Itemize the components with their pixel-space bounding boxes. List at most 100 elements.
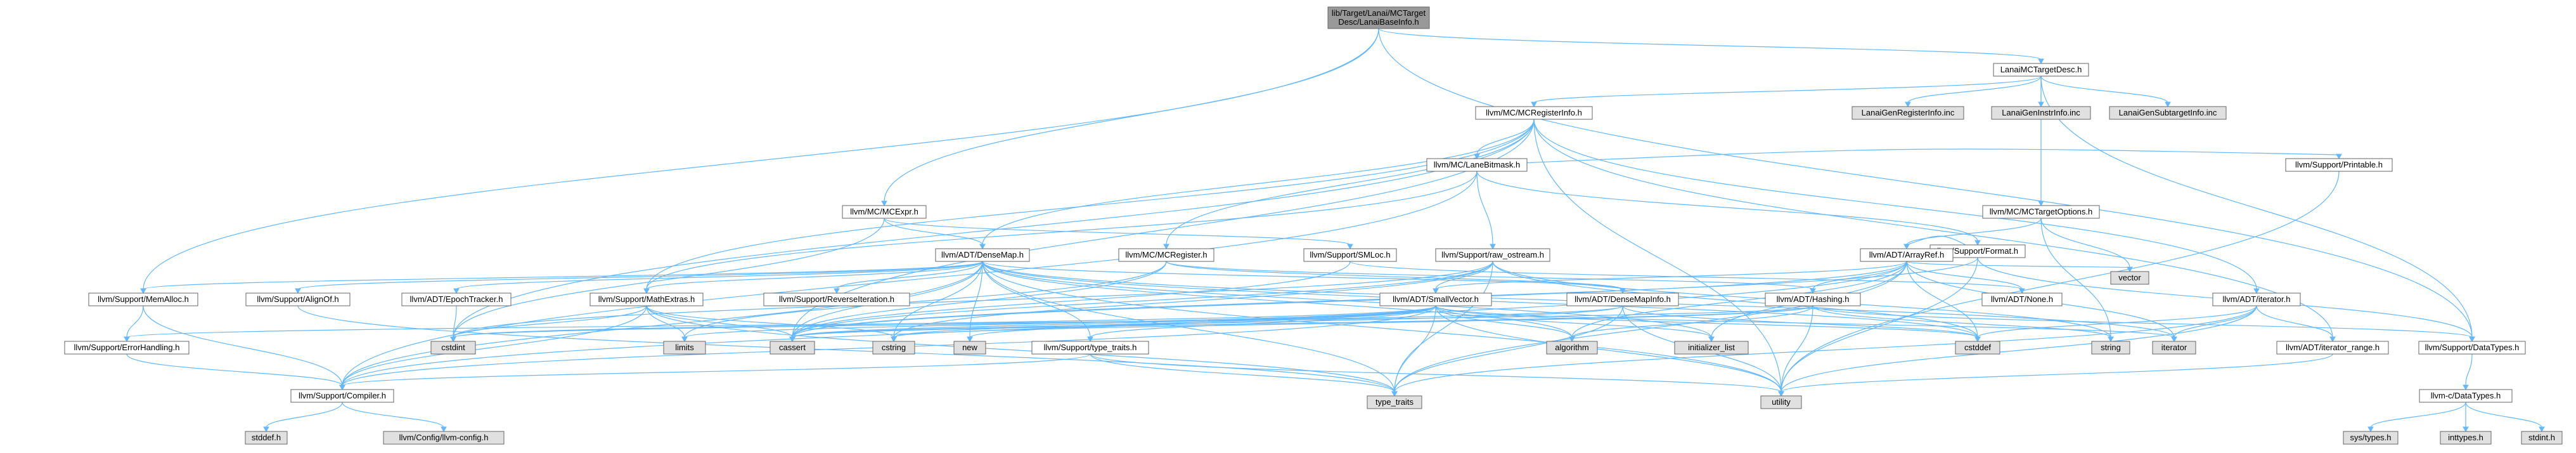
include-edge bbox=[1435, 305, 1573, 338]
node-memalloc[interactable]: llvm/Support/MemAlloc.h bbox=[88, 292, 198, 306]
node-label: stdint.h bbox=[2528, 433, 2555, 442]
include-edge bbox=[1622, 305, 1978, 338]
node-mcreginfo[interactable]: llvm/MC/MCRegisterInfo.h bbox=[1475, 106, 1593, 120]
include-edge bbox=[1435, 261, 1493, 290]
arrowhead bbox=[834, 288, 840, 294]
node-typetraits[interactable]: llvm/Support/type_traits.h bbox=[1031, 341, 1149, 355]
node-algorithm: algorithm bbox=[1546, 341, 1598, 355]
node-iteratorh[interactable]: llvm/ADT/iterator.h bbox=[2212, 292, 2301, 306]
arrowhead bbox=[2171, 336, 2177, 343]
node-box bbox=[1566, 292, 1679, 306]
node-box bbox=[2418, 341, 2526, 355]
node-label: string bbox=[2101, 343, 2121, 352]
include-edge bbox=[1781, 171, 2340, 393]
arrowhead bbox=[1490, 244, 1496, 250]
node-label: initializer_list bbox=[1688, 343, 1735, 352]
node-hashing[interactable]: llvm/ADT/Hashing.h bbox=[1765, 292, 1861, 306]
node-lanebitmask[interactable]: llvm/MC/LaneBitmask.h bbox=[1426, 158, 1528, 172]
include-edge bbox=[1394, 305, 1436, 393]
node-box bbox=[245, 431, 288, 445]
arrowhead bbox=[263, 426, 269, 433]
node-lanaimc[interactable]: LanaiMCTargetDesc.h bbox=[1993, 63, 2089, 77]
arrowhead bbox=[967, 336, 973, 343]
node-none[interactable]: llvm/ADT/None.h bbox=[1981, 292, 2063, 306]
arrowhead bbox=[295, 288, 301, 294]
node-rawostream[interactable]: llvm/Support/raw_ostream.h bbox=[1435, 248, 1550, 262]
node-box bbox=[2440, 431, 2492, 445]
arrowhead bbox=[1163, 244, 1169, 250]
node-label: llvm/Support/Printable.h bbox=[2295, 160, 2383, 169]
node-densemap[interactable]: llvm/ADT/DenseMap.h bbox=[935, 248, 1030, 262]
node-smallvector[interactable]: llvm/ADT/SmallVector.h bbox=[1379, 292, 1492, 306]
include-edge bbox=[2465, 402, 2542, 428]
node-mctargetopts[interactable]: llvm/MC/MCTargetOptions.h bbox=[1982, 205, 2100, 219]
node-label: llvm/ADT/iterator.h bbox=[2223, 294, 2291, 304]
node-reverseiter[interactable]: llvm/Support/ReverseIteration.h bbox=[763, 292, 910, 306]
node-smloc[interactable]: llvm/Support/SMLoc.h bbox=[1303, 248, 1397, 262]
node-box bbox=[1546, 341, 1598, 355]
node-box bbox=[2152, 341, 2196, 355]
node-printable[interactable]: llvm/Support/Printable.h bbox=[2285, 158, 2393, 172]
node-cdatatypes[interactable]: llvm-c/DataTypes.h bbox=[2419, 389, 2513, 403]
node-vector: vector bbox=[2110, 271, 2149, 285]
include-edge bbox=[2040, 218, 2111, 338]
node-label: llvm/Support/Format.h bbox=[1937, 246, 2018, 256]
node-mcregister[interactable]: llvm/MC/MCRegister.h bbox=[1118, 248, 1214, 262]
node-mcexpr[interactable]: llvm/MC/MCExpr.h bbox=[842, 205, 927, 219]
node-datatypesh[interactable]: llvm/Support/DataTypes.h bbox=[2418, 341, 2526, 355]
include-edge bbox=[884, 218, 983, 246]
include-edge bbox=[456, 261, 983, 290]
include-edge bbox=[1166, 261, 1813, 290]
include-edge bbox=[1166, 261, 1623, 290]
node-root[interactable]: lib/Target/Lanai/MCTargetDesc/LanaiBaseI… bbox=[1327, 6, 1430, 29]
arrowhead bbox=[2165, 102, 2171, 108]
node-box bbox=[1760, 395, 1802, 409]
node-alignof[interactable]: llvm/Support/AlignOf.h bbox=[245, 292, 351, 306]
node-arrayref[interactable]: llvm/ADT/ArrayRef.h bbox=[1860, 248, 1954, 262]
include-edge bbox=[143, 305, 343, 386]
node-iterrange[interactable]: llvm/ADT/iterator_range.h bbox=[2276, 341, 2389, 355]
node-label: utility bbox=[1772, 397, 1791, 407]
node-box bbox=[2343, 431, 2399, 445]
node-label: llvm/MC/LaneBitmask.h bbox=[1434, 160, 1521, 169]
include-edge bbox=[1378, 28, 2473, 338]
node-label: llvm/Support/DataTypes.h bbox=[2425, 343, 2520, 352]
node-box bbox=[1982, 205, 2100, 219]
include-edge bbox=[884, 28, 1379, 202]
node-box bbox=[2285, 158, 2393, 172]
include-edge bbox=[2370, 402, 2466, 428]
node-limits: limits bbox=[663, 341, 706, 355]
include-edge bbox=[453, 261, 1493, 338]
node-label: cstdint bbox=[441, 343, 465, 352]
node-compiler[interactable]: llvm/Support/Compiler.h bbox=[290, 389, 394, 403]
node-label: llvm-c/DataTypes.h bbox=[2431, 391, 2501, 400]
node-label: type_traits bbox=[1375, 397, 1414, 407]
node-format[interactable]: llvm/Support/Format.h bbox=[1929, 244, 2026, 258]
include-edge bbox=[2040, 76, 2473, 338]
node-densemapinfo[interactable]: llvm/ADT/DenseMapInfo.h bbox=[1566, 292, 1679, 306]
node-cstdint: cstdint bbox=[430, 341, 476, 355]
arrowhead bbox=[1974, 336, 1981, 343]
arrowhead bbox=[681, 336, 688, 343]
include-edge bbox=[297, 261, 983, 290]
arrowhead bbox=[1391, 391, 1398, 397]
arrowhead bbox=[2463, 384, 2469, 391]
node-epochtracker[interactable]: llvm/ADT/EpochTracker.h bbox=[401, 292, 512, 306]
node-cstring: cstring bbox=[872, 341, 915, 355]
node-label: llvm/Support/MathExtras.h bbox=[598, 294, 695, 304]
node-errorhandling[interactable]: llvm/Support/ErrorHandling.h bbox=[64, 341, 190, 355]
node-box bbox=[1475, 106, 1593, 120]
include-edge bbox=[1781, 305, 2257, 393]
node-label: LanaiGenRegisterInfo.inc bbox=[1862, 108, 1955, 117]
node-mathextras[interactable]: llvm/Support/MathExtras.h bbox=[589, 292, 704, 306]
arrowhead bbox=[2329, 336, 2336, 343]
arrowhead bbox=[979, 244, 986, 250]
include-edge bbox=[1394, 305, 1623, 393]
include-edge bbox=[1394, 305, 2257, 393]
arrowhead bbox=[453, 288, 460, 294]
include-edge bbox=[884, 218, 1351, 246]
include-edge bbox=[1533, 119, 2257, 290]
include-edge bbox=[297, 305, 1395, 393]
node-box bbox=[2091, 341, 2130, 355]
node-label: llvm/Support/SMLoc.h bbox=[1310, 250, 1390, 259]
